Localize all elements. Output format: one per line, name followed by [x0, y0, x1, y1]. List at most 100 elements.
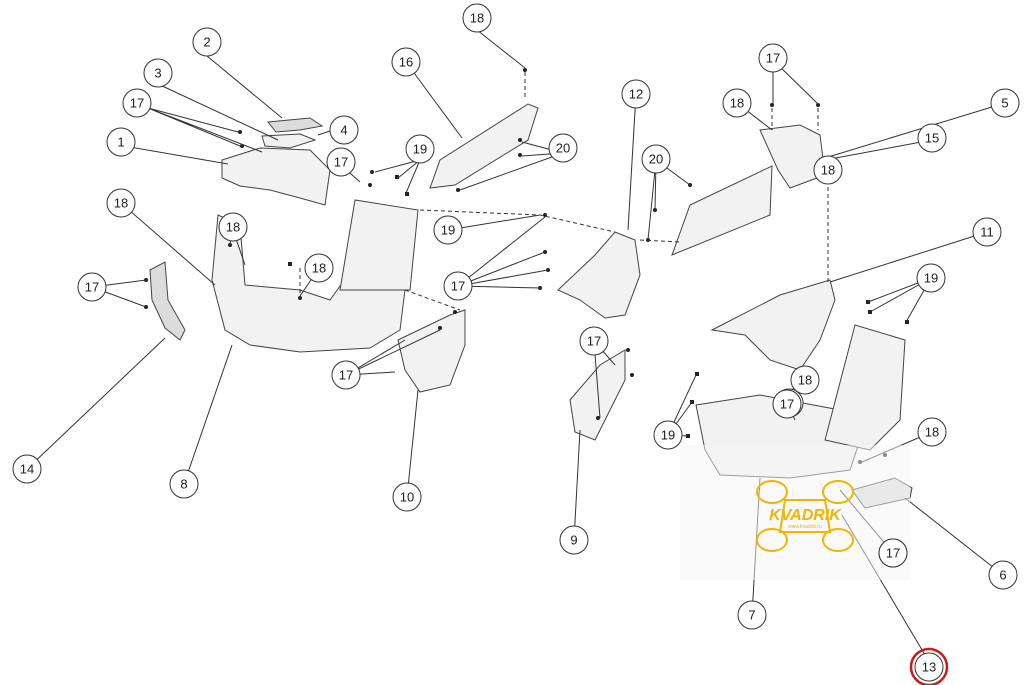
callout-18: 18: [790, 365, 820, 395]
callout-number: 18: [821, 163, 835, 178]
callout-17: 17: [326, 147, 356, 177]
part-1: [221, 147, 331, 206]
callout-circle: [790, 365, 820, 395]
callout-number: 18: [312, 261, 326, 276]
callout-circle: [192, 27, 222, 57]
callout-9: 9: [559, 525, 589, 555]
callout-circle: [443, 271, 473, 301]
watermark-brand: KVADRIK: [769, 507, 842, 524]
callout-number: 1: [117, 135, 124, 150]
callout-circle: [329, 115, 359, 145]
callout-17: 17: [443, 271, 473, 301]
callout-19: 19: [916, 263, 946, 293]
part-14: [149, 261, 186, 341]
callout-16: 16: [391, 47, 421, 77]
callout-circle: [106, 127, 136, 157]
callout-number: 2: [203, 35, 210, 50]
callout-circle: [143, 58, 173, 88]
callout-circle: [77, 272, 107, 302]
callout-13: 13: [914, 652, 944, 682]
callout-number: 18: [925, 425, 939, 440]
callout-circle: [391, 47, 421, 77]
callout-19: 19: [405, 134, 435, 164]
callout-circle: [621, 79, 651, 109]
part-2: [267, 117, 324, 133]
callout-number: 6: [999, 568, 1006, 583]
callout-number: 10: [400, 490, 414, 505]
callout-circle: [972, 217, 1002, 247]
callout-circle: [722, 88, 752, 118]
callout-circle: [878, 538, 908, 568]
callout-12: 12: [621, 79, 651, 109]
callout-1: 1: [106, 127, 136, 157]
callout-number: 18: [798, 373, 812, 388]
part-16: [429, 103, 539, 189]
callout-circle: [813, 155, 843, 185]
callout-18: 18: [106, 188, 136, 218]
callout-number: 17: [339, 368, 353, 383]
callout-circle: [433, 215, 463, 245]
callout-5: 5: [990, 88, 1020, 118]
callout-circle: [218, 212, 248, 242]
callout-circle: [579, 326, 609, 356]
callout-circle: [122, 88, 152, 118]
part-20-panel: [671, 165, 773, 256]
callout-circle: [405, 134, 435, 164]
callout-circle: [917, 123, 947, 153]
callout-number: 17: [130, 96, 144, 111]
callout-18: 18: [917, 417, 947, 447]
callout-17: 17: [579, 326, 609, 356]
callout-number: 12: [629, 87, 643, 102]
callout-18: 18: [218, 212, 248, 242]
callout-circle: [917, 417, 947, 447]
callout-3: 3: [143, 58, 173, 88]
callout-circle: [169, 469, 199, 499]
callout-circle: [758, 43, 788, 73]
part-3: [261, 133, 317, 149]
watermark: KVADRIK www.kvadrik.ru: [680, 445, 910, 580]
callout-number: 13: [922, 660, 936, 675]
callout-18: 18: [813, 155, 843, 185]
callout-number: 17: [334, 155, 348, 170]
callout-circle: [559, 525, 589, 555]
callout-19: 19: [653, 420, 683, 450]
callout-number: 11: [980, 225, 994, 240]
callout-circle: [641, 144, 671, 174]
callout-number: 18: [730, 96, 744, 111]
callout-18: 18: [304, 253, 334, 283]
callout-number: 19: [441, 223, 455, 238]
callout-15: 15: [917, 123, 947, 153]
callout-number: 3: [154, 66, 161, 81]
callout-20: 20: [641, 144, 671, 174]
callout-number: 15: [925, 131, 939, 146]
part-tower: [824, 324, 906, 451]
callout-circle: [106, 188, 136, 218]
callout-circle: [326, 147, 356, 177]
callout-number: 14: [20, 462, 34, 477]
watermark-logo-icon: [756, 480, 854, 552]
callout-circle: [914, 652, 944, 682]
callout-2: 2: [192, 27, 222, 57]
callout-17: 17: [878, 538, 908, 568]
callout-17: 17: [122, 88, 152, 118]
callout-number: 18: [114, 196, 128, 211]
callout-circle: [990, 88, 1020, 118]
part-12: [557, 231, 641, 319]
callout-number: 5: [1001, 96, 1008, 111]
callout-number: 4: [340, 123, 347, 138]
callout-8: 8: [169, 469, 199, 499]
callout-number: 17: [451, 279, 465, 294]
callout-10: 10: [392, 482, 422, 512]
callout-number: 17: [780, 397, 794, 412]
part-17-well: [339, 199, 419, 291]
callout-circle: [304, 253, 334, 283]
callout-circle: [988, 560, 1018, 590]
callout-17: 17: [758, 43, 788, 73]
watermark-tagline: www.kvadrik.ru: [788, 524, 822, 530]
callout-circle: [737, 600, 767, 630]
highlight-ring: [909, 647, 949, 685]
callout-number: 20: [649, 152, 663, 167]
callout-18: 18: [722, 88, 752, 118]
